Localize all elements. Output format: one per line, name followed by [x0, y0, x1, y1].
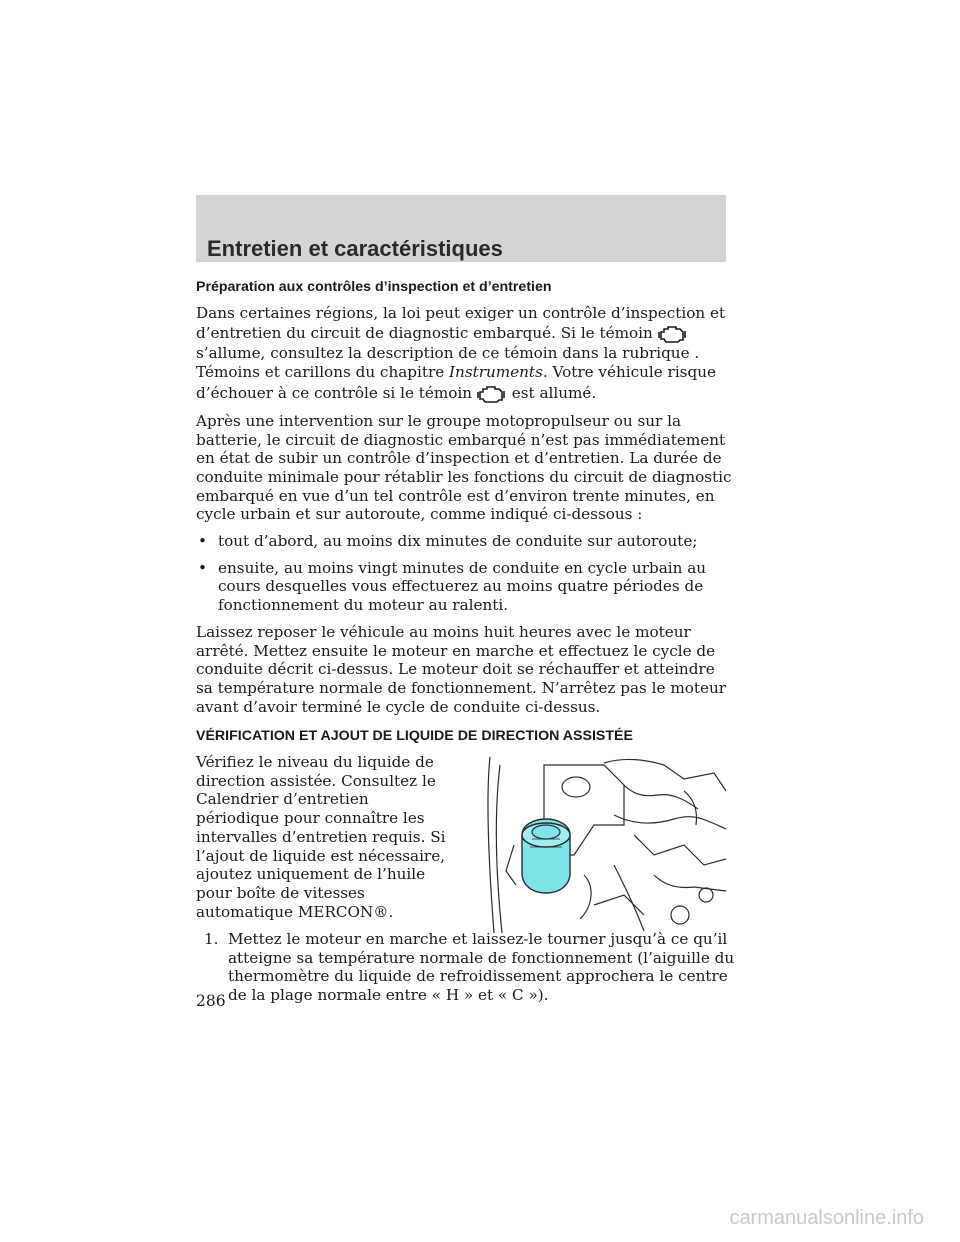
step-number: 1. [204, 930, 219, 949]
paragraph-inspection-intro: Dans certaines régions, la loi peut exig… [196, 304, 736, 404]
engine-compartment-illustration [487, 756, 726, 934]
bullet-dot: • [198, 532, 207, 551]
page-title: Entretien et caractéristiques [207, 236, 503, 261]
section-heading-power-steering: VÉRIFICATION ET AJOUT DE LIQUIDE DE DIRE… [196, 728, 633, 745]
power-steering-reservoir [521, 818, 571, 894]
list-item: • ensuite, au moins vingt minutes de cond… [196, 559, 736, 615]
section-heading-inspection: Préparation aux contrôles d’inspection e… [196, 279, 552, 295]
bullet-dot: • [198, 558, 207, 577]
paragraph-power-steering: Vérifiez le niveau du liquide de directi… [196, 753, 446, 921]
page-content: Préparation aux contrôles d’inspection e… [196, 278, 736, 1005]
text-fragment: . Votre véhicule risque d’échouer à ce c… [196, 363, 716, 402]
step-text: Mettez le moteur en marche et laissez-le… [228, 930, 735, 1005]
check-engine-icon [477, 386, 505, 403]
page-number: 286 [196, 992, 226, 1010]
list-item: • tout d’abord, au moins dix minutes de c… [196, 532, 736, 551]
list-item-text: tout d’abord, au moins dix minutes de co… [218, 532, 698, 551]
chapter-reference: Instruments [449, 363, 543, 382]
watermark: carmanualsonline.info [729, 1207, 924, 1229]
paragraph-drive-cycle: Après une intervention sur le groupe mot… [196, 411, 732, 524]
text-fragment: Dans certaines régions, la loi peut exig… [196, 303, 726, 343]
header-band [196, 195, 726, 262]
power-steering-block: Vérifiez le niveau du liquide de directi… [196, 753, 736, 934]
bullet-list: • tout d’abord, au moins dix minutes de c… [196, 532, 736, 615]
instruction-step: 1. Mettez le moteur en marche et laissez… [196, 930, 736, 1005]
check-engine-icon [657, 326, 686, 344]
paragraph-rest-vehicle: Laissez reposer le véhicule au moins hui… [196, 622, 726, 716]
text-fragment: est allumé. [511, 383, 597, 402]
text-fragment: s’allume, consultez la description de ce… [196, 344, 700, 382]
list-item-text: ensuite, au moins vingt minutes de condu… [218, 558, 707, 615]
